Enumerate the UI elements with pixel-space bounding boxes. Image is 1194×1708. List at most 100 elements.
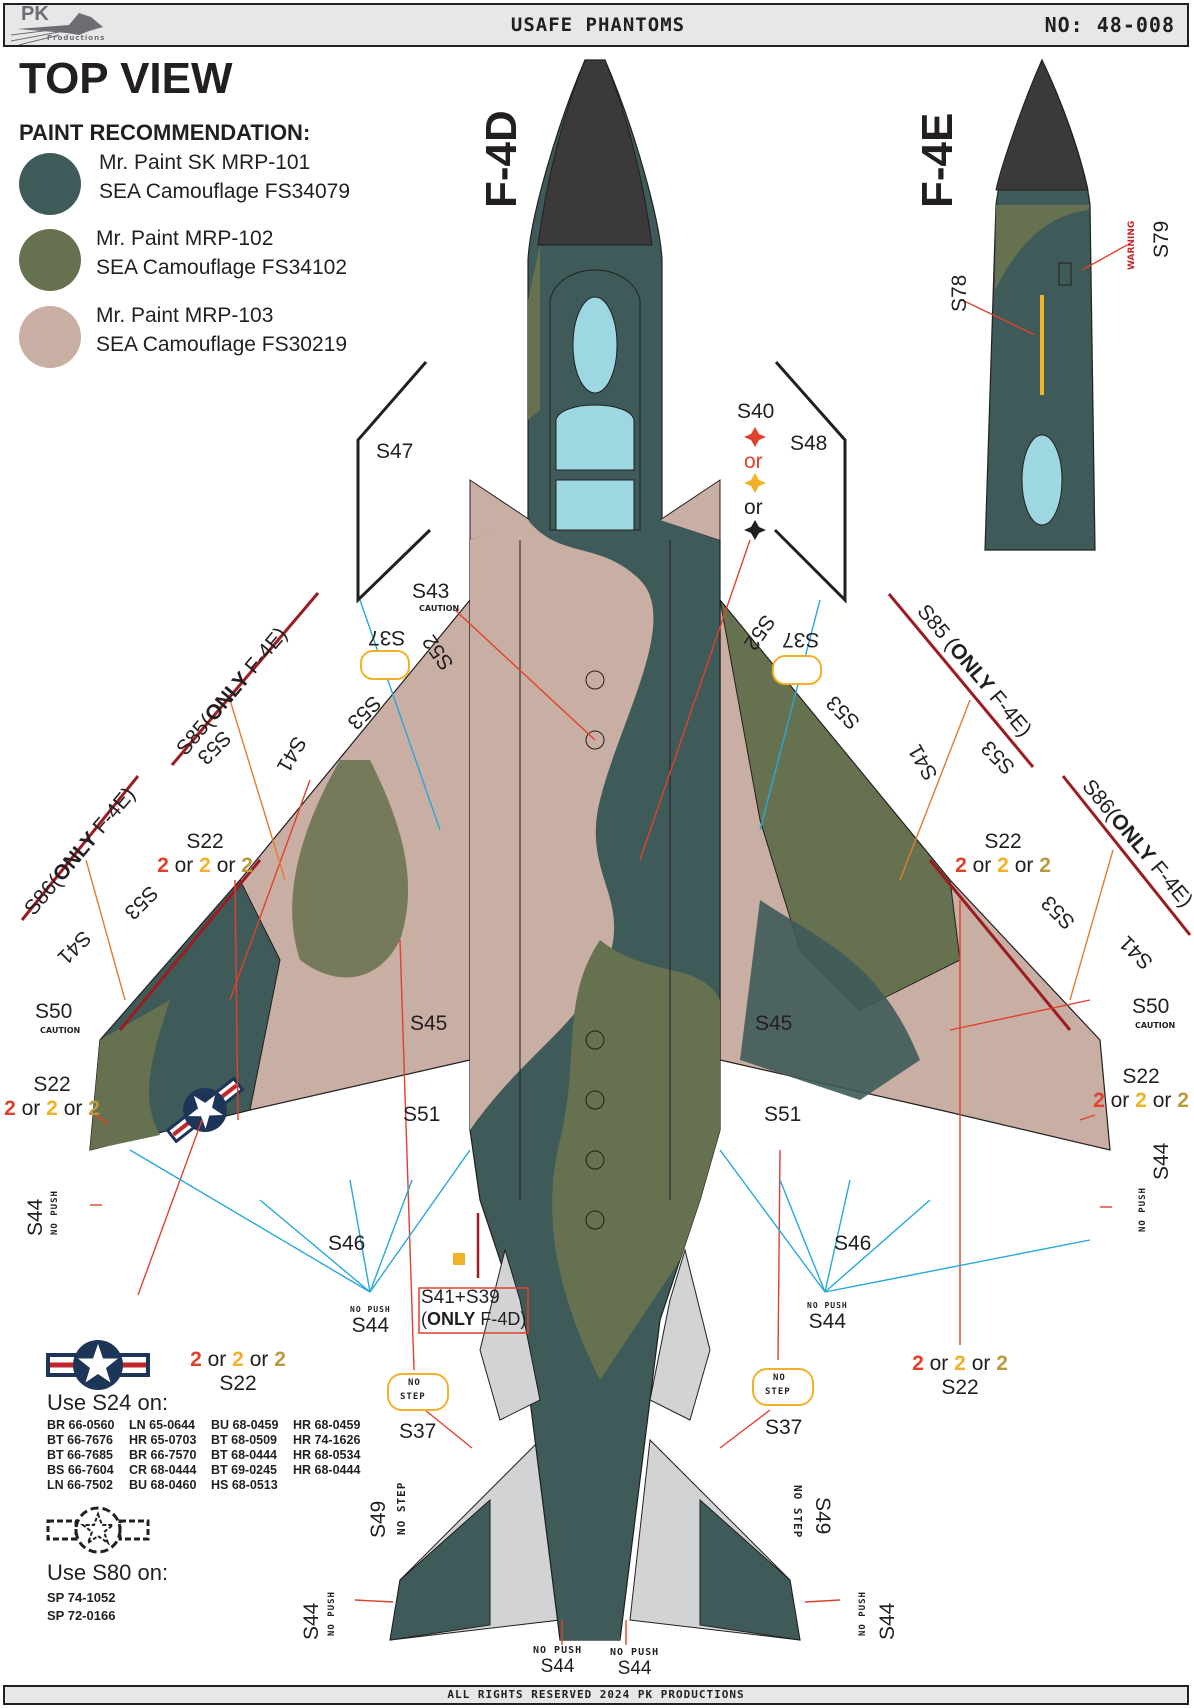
- s22-label: S22: [984, 830, 1022, 853]
- s86-left-stripe: [20, 775, 140, 921]
- s22-gold-2: 2: [274, 1348, 286, 1371]
- paint-heading: PAINT RECOMMENDATION:: [19, 120, 311, 145]
- s22-label: S22: [219, 1372, 257, 1395]
- no-push-text: NO PUSH: [1138, 1187, 1148, 1232]
- f4e-nose-inset: [961, 58, 1128, 551]
- s49-label-left: S49: [367, 1500, 390, 1538]
- serial-item: HR 65-0703: [129, 1433, 197, 1447]
- jet-logo-icon: [10, 13, 103, 46]
- s37-label-bottom-right: S37: [765, 1416, 803, 1439]
- s79-label: S79: [1150, 220, 1173, 258]
- s40-or-text: or: [744, 450, 763, 473]
- paint-swatch-fs30219: [19, 306, 81, 368]
- or-text: or: [63, 1097, 83, 1120]
- s50-caution-left: CAUTION: [40, 1026, 81, 1035]
- s85-right-stripe: [887, 593, 1035, 768]
- s22-yellow-2: 2: [232, 1348, 244, 1371]
- leader-lines-red: [90, 539, 1112, 1645]
- no-push-text: NO PUSH: [327, 1591, 337, 1636]
- roundel-s24-on-wing: [165, 1076, 245, 1144]
- s44-group-tail-left: NO PUSH S44: [533, 1645, 582, 1678]
- s22-label: S22: [33, 1073, 71, 1096]
- s86-right-stripe: [1061, 775, 1192, 936]
- sheet-title: USAFE PHANTOMS: [510, 14, 686, 36]
- honeycomb-no-text: NO: [408, 1378, 421, 1388]
- s40-star-red-icon: [744, 427, 766, 447]
- s22-red-2: 2: [190, 1348, 202, 1371]
- paint-name: Mr. Paint MRP-103: [96, 304, 274, 327]
- s44-label: S44: [808, 1310, 847, 1333]
- s47-label: S47: [376, 440, 414, 463]
- only-text: ONLY: [427, 1309, 476, 1329]
- f4d-text: F-4D): [480, 1309, 527, 1329]
- no-push-text: NO PUSH: [858, 1591, 868, 1636]
- serial-item: SP 72-0166: [47, 1608, 116, 1623]
- no-push-text: NO PUSH: [533, 1645, 583, 1656]
- fuselage: [469, 59, 721, 1641]
- s37-label: S37: [782, 628, 820, 651]
- serial-item: CR 68-0444: [129, 1463, 197, 1477]
- serial-item: SP 74-1052: [47, 1590, 116, 1605]
- s22-yellow-2: 2: [954, 1352, 966, 1375]
- serial-item: BU 68-0460: [129, 1478, 197, 1492]
- s49-label-right: S49: [811, 1497, 834, 1535]
- s24-insignia-icon: [46, 1340, 150, 1390]
- s41-s39-label: S41+S39 (ONLY F-4D): [421, 1287, 526, 1330]
- or-text: or: [207, 1348, 227, 1371]
- serial-item: BR 66-7570: [129, 1448, 197, 1462]
- serial-item: BT 69-0245: [211, 1463, 278, 1477]
- s22-yellow-2: 2: [997, 854, 1009, 877]
- paint-fs-code: SEA Camouflage FS34102: [96, 256, 347, 279]
- s40-label: S40: [737, 400, 775, 423]
- leader-lines-orange: [85, 699, 1114, 1001]
- or-text: or: [1110, 1089, 1130, 1112]
- no-push-text: NO PUSH: [350, 1305, 391, 1314]
- no-step-honeycomb-s37-upper-right: [772, 655, 822, 685]
- serial-item: LN 66-7502: [47, 1478, 114, 1492]
- s24-serial-list: BR 66-0560 LN 65-0644 BU 68-0459 HR 68-0…: [47, 1418, 375, 1492]
- s80-insignia-icon: [46, 1506, 150, 1554]
- s24-heading: Use S24 on:: [47, 1390, 169, 1415]
- left-wing: [89, 598, 471, 1151]
- honeycomb-no-text: NO: [773, 1373, 786, 1383]
- no-step-honeycomb-s37-left: [387, 1373, 449, 1411]
- s22-red-2: 2: [1093, 1089, 1105, 1112]
- s40-star-black-icon: [744, 520, 766, 540]
- s46-label-right: S46: [834, 1232, 872, 1255]
- serial-item: BT 68-0444: [211, 1448, 278, 1462]
- s22-group-lower-left: 2 or 2 or 2 S22: [183, 1348, 293, 1396]
- serial-item: BT 66-7676: [47, 1433, 114, 1447]
- s85-left-stripe: [170, 592, 320, 766]
- pk-logo: PK Productions: [9, 3, 109, 46]
- paint-fs-code: SEA Camouflage FS34079: [99, 180, 350, 203]
- s44-label: S44: [540, 1656, 575, 1677]
- walkway-s47-shape: [356, 361, 432, 604]
- s22-yellow-2: 2: [46, 1097, 58, 1120]
- s80-heading: Use S80 on:: [47, 1560, 169, 1585]
- right-wing: [719, 598, 1111, 1151]
- left-stabilator: [389, 1438, 561, 1641]
- s51-label-left: S51: [403, 1103, 441, 1126]
- s43-label: S43: [412, 580, 450, 603]
- s78-label: S78: [948, 274, 971, 312]
- s44-label-stab-right: S44: [876, 1602, 899, 1640]
- s22-gold-2: 2: [1039, 854, 1051, 877]
- s22-red-2: 2: [157, 854, 169, 877]
- paint-swatch-fs34102: [19, 229, 81, 291]
- s22-group-mid-right: S22 2 or 2 or 2: [1088, 1065, 1194, 1113]
- s22-red-2: 2: [955, 854, 967, 877]
- right-stabilator: [629, 1438, 801, 1641]
- serial-item: BU 68-0459: [211, 1418, 279, 1432]
- s40-star-yellow-icon: [744, 473, 766, 493]
- s44-label-stab-left: S44: [300, 1602, 323, 1640]
- s22-group-upper-left: S22 2 or 2 or 2: [150, 830, 260, 878]
- or-text: or: [972, 854, 992, 877]
- view-title: TOP VIEW: [19, 54, 233, 103]
- s22-label: S22: [186, 830, 224, 853]
- s40-or-text: or: [744, 496, 763, 519]
- serial-item: HR 68-0459: [293, 1418, 361, 1432]
- s22-red-2: 2: [4, 1097, 16, 1120]
- copyright-text: ALL RIGHTS RESERVED 2024 PK PRODUCTIONS: [447, 1688, 745, 1701]
- serial-item: HR 68-0444: [293, 1463, 361, 1477]
